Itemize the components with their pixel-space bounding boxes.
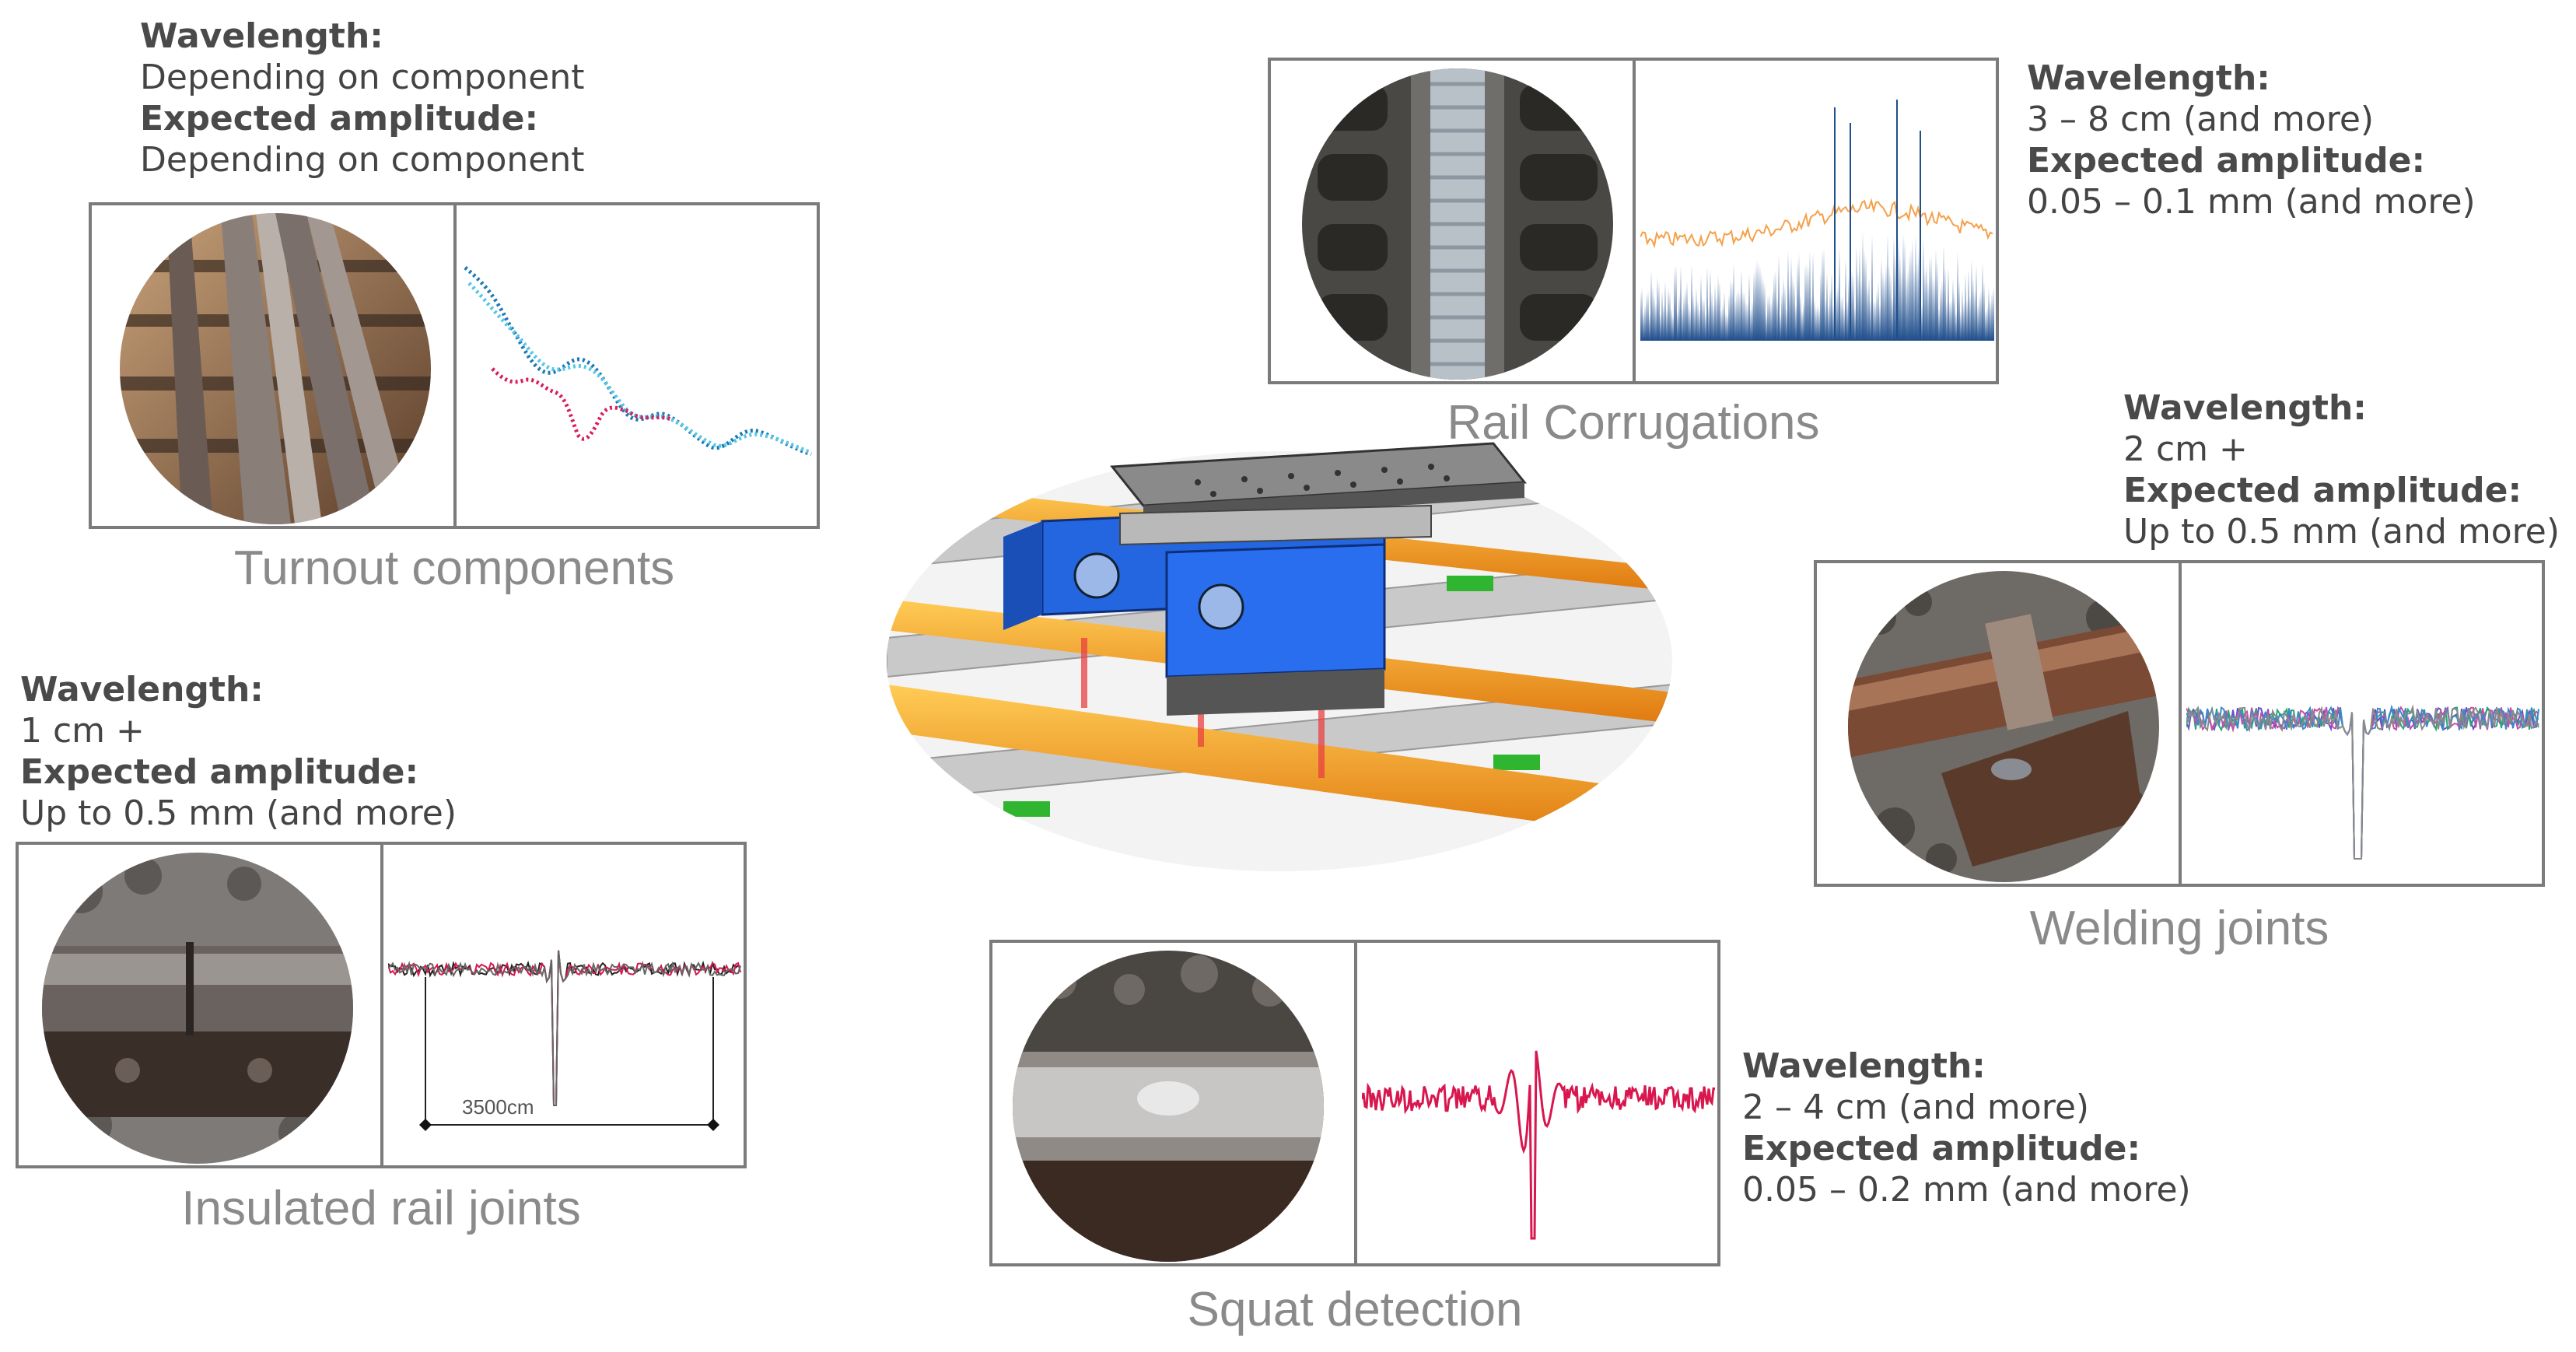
turnout-amplitude-value: Depending on component xyxy=(140,140,585,180)
turnout-caption: Turnout components xyxy=(233,541,675,595)
welding-wavelength-value: 2 cm + xyxy=(2123,429,2248,469)
corrugation-photo xyxy=(1302,68,1613,380)
corrugation-spectrum-trace xyxy=(1640,198,1993,249)
squat-panel xyxy=(989,940,1720,1266)
corrugation-amplitude-value: 0.05 – 0.1 mm (and more) xyxy=(2027,182,2476,222)
welding-photo xyxy=(1848,571,2159,882)
turnout-photo xyxy=(120,213,431,524)
squat-signal-plot xyxy=(1362,1013,1716,1246)
insulated-panel: 3500cm xyxy=(16,842,747,1168)
corrugation-wavelength-label: Wavelength: xyxy=(2027,58,2270,98)
corrugation-caption: Rail Corrugations xyxy=(1447,396,1820,450)
turnout-amplitude-label: Expected amplitude: xyxy=(140,99,539,138)
measurement-system-illustration xyxy=(887,436,1672,887)
turnout-profile-plot xyxy=(461,236,815,485)
insulated-amplitude-label: Expected amplitude: xyxy=(20,752,419,792)
corrugation-spectrum-plot xyxy=(1640,76,1994,372)
corrugation-amplitude-label: Expected amplitude: xyxy=(2027,141,2426,180)
corrugation-info: Wavelength: 3 – 8 cm (and more) Expected… xyxy=(2027,58,2476,222)
insulated-signal-plot xyxy=(388,891,742,1156)
corrugation-spectrum-fill xyxy=(1640,231,1994,341)
welding-signal-trace xyxy=(2186,704,2539,860)
squat-info: Wavelength: 2 – 4 cm (and more) Expected… xyxy=(1742,1046,2191,1210)
squat-wavelength-value: 2 – 4 cm (and more) xyxy=(1742,1088,2090,1127)
turnout-info: Wavelength: Depending on component Expec… xyxy=(140,16,585,180)
squat-amplitude-label: Expected amplitude: xyxy=(1742,1129,2141,1168)
welding-info: Wavelength: 2 cm + Expected amplitude: U… xyxy=(2123,387,2560,552)
insulated-dimension-label: 3500cm xyxy=(462,1095,534,1119)
welding-caption: Welding joints xyxy=(2029,902,2329,955)
squat-wavelength-label: Wavelength: xyxy=(1742,1046,1986,1086)
turnout-wavelength-value: Depending on component xyxy=(140,58,585,97)
welding-signal-plot xyxy=(2186,587,2540,867)
turnout-wavelength-label: Wavelength: xyxy=(140,16,383,56)
insulated-wavelength-label: Wavelength: xyxy=(20,670,264,709)
squat-amplitude-value: 0.05 – 0.2 mm (and more) xyxy=(1742,1170,2191,1210)
insulated-photo xyxy=(42,853,353,1164)
squat-photo xyxy=(1013,951,1324,1262)
welding-amplitude-value: Up to 0.5 mm (and more) xyxy=(2123,512,2560,552)
squat-signal-trace xyxy=(1362,1050,1716,1240)
insulated-info: Wavelength: 1 cm + Expected amplitude: U… xyxy=(20,669,457,834)
insulated-signal-trace xyxy=(388,950,741,1106)
welding-wavelength-label: Wavelength: xyxy=(2123,388,2367,428)
turnout-panel xyxy=(89,202,820,529)
squat-caption: Squat detection xyxy=(1187,1283,1523,1336)
corrugation-panel xyxy=(1268,58,1999,384)
insulated-caption: Insulated rail joints xyxy=(181,1182,581,1235)
welding-amplitude-label: Expected amplitude: xyxy=(2123,471,2522,510)
welding-panel xyxy=(1814,560,2545,887)
corrugation-wavelength-value: 3 – 8 cm (and more) xyxy=(2027,100,2375,139)
insulated-signal-trace xyxy=(388,950,741,1106)
insulated-wavelength-value: 1 cm + xyxy=(20,711,145,751)
insulated-amplitude-value: Up to 0.5 mm (and more) xyxy=(20,793,457,833)
